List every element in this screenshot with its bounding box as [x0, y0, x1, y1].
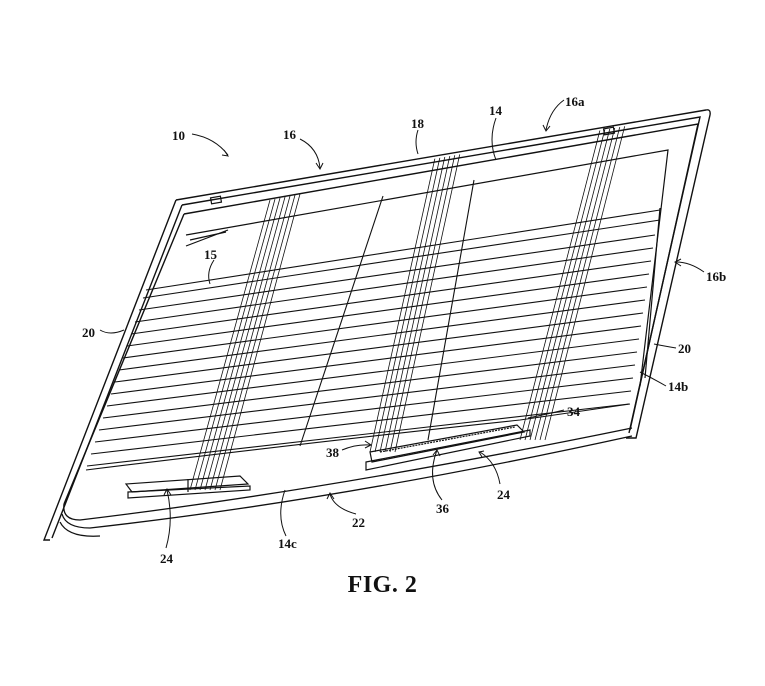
ref-numeral-14b: 14b	[668, 379, 689, 394]
ref-numeral-16a: 16a	[565, 94, 585, 109]
ref-numeral-10: 10	[172, 128, 185, 143]
vent-assembly-24-left	[124, 475, 251, 499]
ref-numeral-14: 14	[489, 103, 502, 118]
ref-numeral-38: 38	[326, 445, 339, 460]
ref-numeral-24-center: 24	[497, 487, 510, 502]
figure-caption: FIG. 2	[347, 572, 418, 598]
ref-numeral-18: 18	[411, 116, 424, 131]
ref-numeral-20-right: 20	[678, 341, 691, 356]
ref-numeral-16b: 16b	[706, 269, 727, 284]
ref-numeral-16: 16	[283, 127, 296, 142]
window-frame-outer	[42, 109, 711, 541]
ref-numeral-22: 22	[352, 515, 365, 530]
upper-panel-14	[185, 126, 669, 387]
lower-region-14c	[59, 427, 633, 537]
defroster-grid-lines	[85, 179, 661, 471]
ref-numeral-34: 34	[567, 404, 580, 419]
ref-numeral-36: 36	[436, 501, 449, 516]
ref-numeral-15: 15	[204, 247, 217, 262]
leader-lines	[99, 99, 705, 549]
reflection-hatching	[189, 124, 626, 491]
ref-numeral-24-left: 24	[160, 551, 173, 566]
ref-numeral-20-left: 20	[82, 325, 95, 340]
vent-assembly-24-center	[365, 424, 531, 471]
ref-numeral-14c: 14c	[278, 536, 297, 551]
